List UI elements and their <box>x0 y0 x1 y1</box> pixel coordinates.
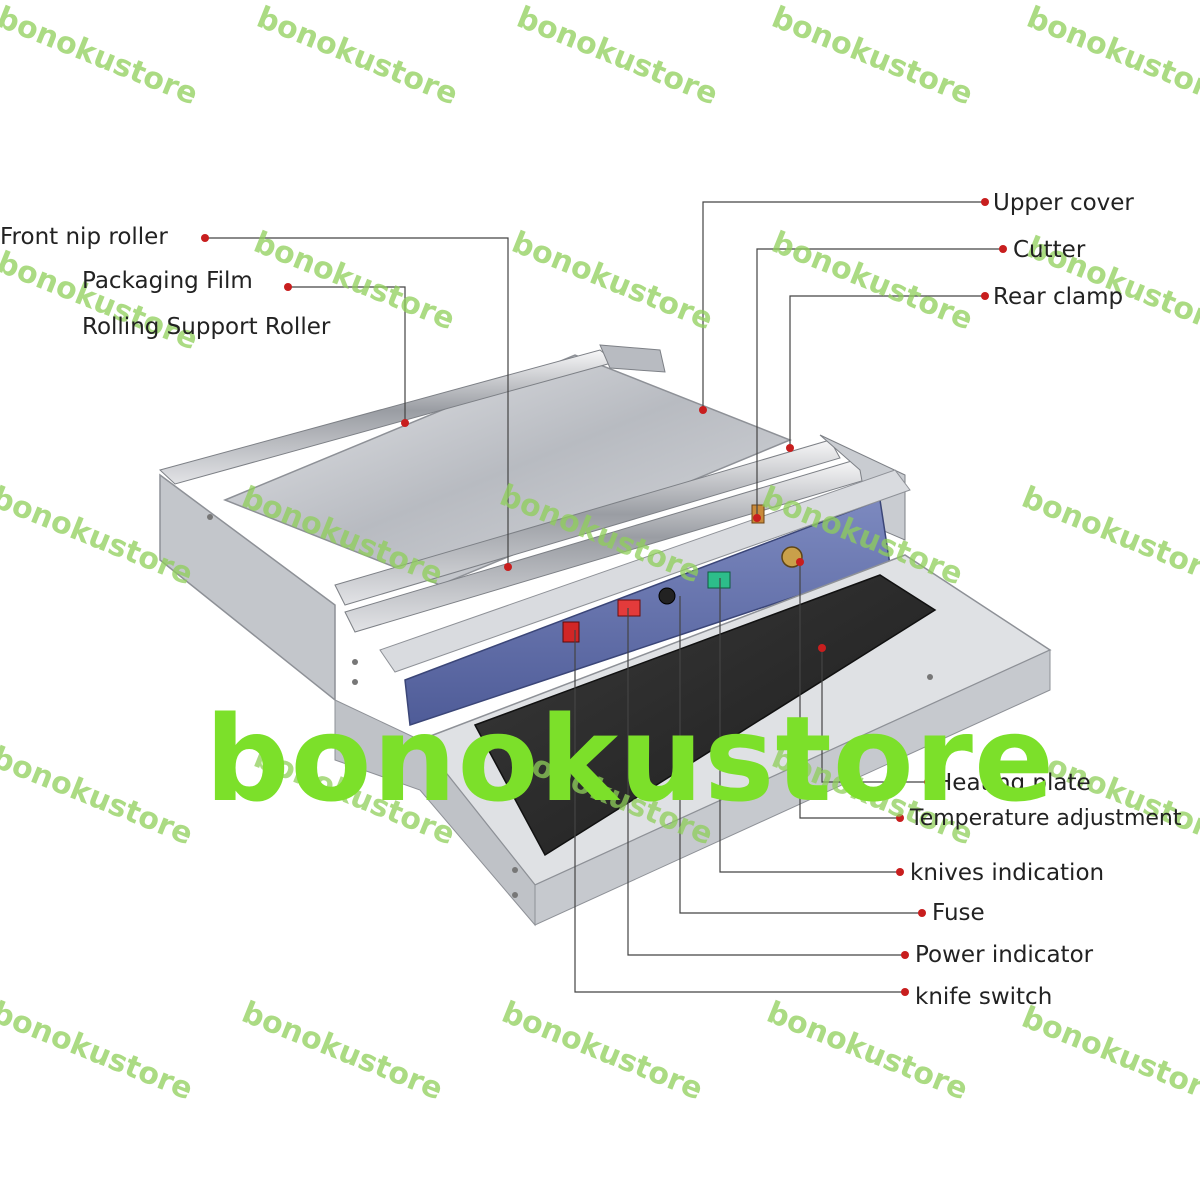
screw <box>352 679 358 685</box>
leader-fuse <box>679 596 922 914</box>
marker-rear-clamp-end <box>786 444 794 452</box>
watermark-large: bonokustore <box>205 690 1056 828</box>
label-front-nip-roller: Front nip roller <box>0 224 168 250</box>
marker-front-nip-roller-end <box>504 563 512 571</box>
label-upper-cover: Upper cover <box>993 190 1134 216</box>
label-heating-plate: Heating plate <box>935 770 1091 796</box>
marker-cutter-end <box>753 514 761 522</box>
leader-upper-cover <box>702 201 985 410</box>
label-packaging-film: Packaging Film <box>82 268 253 294</box>
side-bracket <box>599 344 666 373</box>
marker-heating-plate-end <box>818 644 826 652</box>
label-temperature-adjustment: Temperature adjustment <box>910 806 1182 831</box>
right-bracket <box>819 434 906 541</box>
label-fuse: Fuse <box>932 900 985 926</box>
leader-cutter <box>756 248 1003 518</box>
screw <box>512 892 518 898</box>
marker-temperature-end <box>796 558 804 566</box>
knife-switch-button <box>562 621 580 643</box>
label-knife-switch: knife switch <box>915 984 1053 1010</box>
label-rear-clamp: Rear clamp <box>993 284 1124 310</box>
marker-heating-plate <box>924 778 932 786</box>
leader-rear-clamp <box>789 295 985 448</box>
marker-cutter <box>999 245 1007 253</box>
marker-upper-cover-end <box>699 406 707 414</box>
label-cutter: Cutter <box>1013 237 1086 263</box>
power-indicator-light <box>617 599 641 617</box>
fuse-knob <box>658 587 676 605</box>
marker-packaging-film <box>284 283 292 291</box>
label-rolling-support-roller: Rolling Support Roller <box>82 314 331 340</box>
leader-packaging-film <box>288 286 406 423</box>
panel-top-strip <box>379 469 911 673</box>
leader-knife-switch <box>574 630 905 993</box>
screw <box>352 659 358 665</box>
marker-fuse <box>918 909 926 917</box>
screw <box>927 674 933 680</box>
label-knives-indication: knives indication <box>910 860 1105 886</box>
leader-knives-indication <box>719 578 900 873</box>
screw <box>512 867 518 873</box>
marker-rear-clamp <box>981 292 989 300</box>
marker-knives-indication <box>896 868 904 876</box>
label-power-indicator: Power indicator <box>915 942 1094 968</box>
marker-upper-cover <box>981 198 989 206</box>
marker-packaging-film-end <box>401 419 409 427</box>
leader-lines <box>205 201 1003 993</box>
marker-front-nip-roller <box>201 234 209 242</box>
marker-temperature <box>896 814 904 822</box>
screw <box>207 514 213 520</box>
marker-dots <box>201 198 1007 996</box>
marker-knife-switch <box>901 988 909 996</box>
front-roller-1 <box>334 439 841 606</box>
marker-power-indicator <box>901 951 909 959</box>
leader-heating-plate <box>821 648 928 783</box>
leader-temperature <box>799 562 900 819</box>
leader-power-indicator <box>627 608 905 956</box>
leader-front-nip-roller <box>205 237 509 567</box>
knives-indication-light <box>707 571 731 589</box>
left-base-side <box>334 699 536 927</box>
